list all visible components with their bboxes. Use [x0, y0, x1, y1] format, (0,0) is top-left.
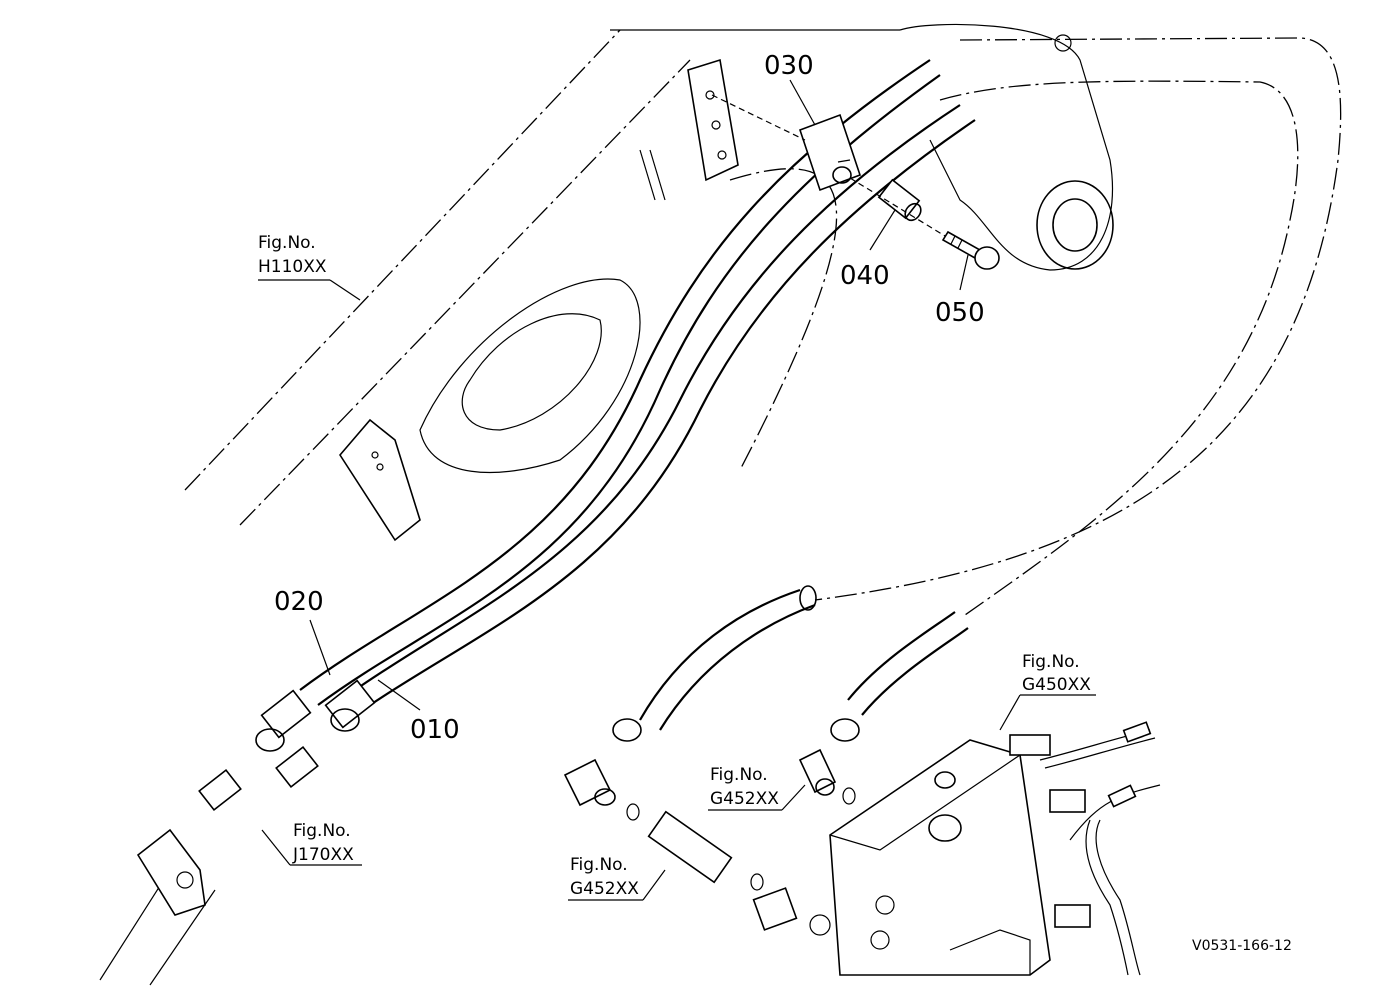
hose-loop — [814, 37, 1342, 616]
part-label-030: 030 — [764, 51, 814, 81]
control-valve — [809, 734, 1091, 976]
drawing-code: V0531-166-12 — [1192, 938, 1292, 954]
part-label-020: 020 — [274, 587, 324, 617]
fig-ref-g452-lower-caption[interactable]: Fig.No. — [570, 855, 628, 875]
boom-pin-bracket — [899, 23, 1114, 271]
fittings-center — [563, 748, 856, 931]
lower-hose-ends — [612, 585, 969, 742]
assembly-center-lines — [711, 94, 946, 237]
fig-ref-j170-caption[interactable]: Fig.No. — [293, 821, 351, 841]
fig-ref-h110-code[interactable]: H110XX — [258, 257, 327, 277]
fig-ref-g452-upper-caption[interactable]: Fig.No. — [710, 765, 768, 785]
wiring-harness — [1039, 721, 1161, 976]
boom-outline — [99, 29, 900, 986]
fig-ref-g450-code[interactable]: G450XX — [1022, 675, 1091, 695]
mounting-plate — [687, 58, 739, 182]
flange-bolt-050 — [941, 230, 1000, 270]
leader-lines — [258, 79, 1096, 901]
hose-010 — [324, 104, 976, 732]
fig-ref-g450-caption[interactable]: Fig.No. — [1022, 652, 1080, 672]
part-label-050: 050 — [935, 298, 985, 328]
fig-ref-h110-caption[interactable]: Fig.No. — [258, 233, 316, 253]
fittings-left — [136, 745, 319, 916]
part-label-040: 040 — [840, 261, 890, 291]
clamp-030 — [798, 113, 862, 192]
spacer-collar-040 — [877, 178, 922, 222]
hose-clip-bracket — [339, 418, 421, 542]
part-label-010: 010 — [410, 715, 460, 745]
fig-ref-j170-code[interactable]: J170XX — [292, 845, 354, 865]
fig-ref-g452-upper-code[interactable]: G452XX — [710, 789, 779, 809]
fig-ref-g452-lower-code[interactable]: G452XX — [570, 879, 639, 899]
